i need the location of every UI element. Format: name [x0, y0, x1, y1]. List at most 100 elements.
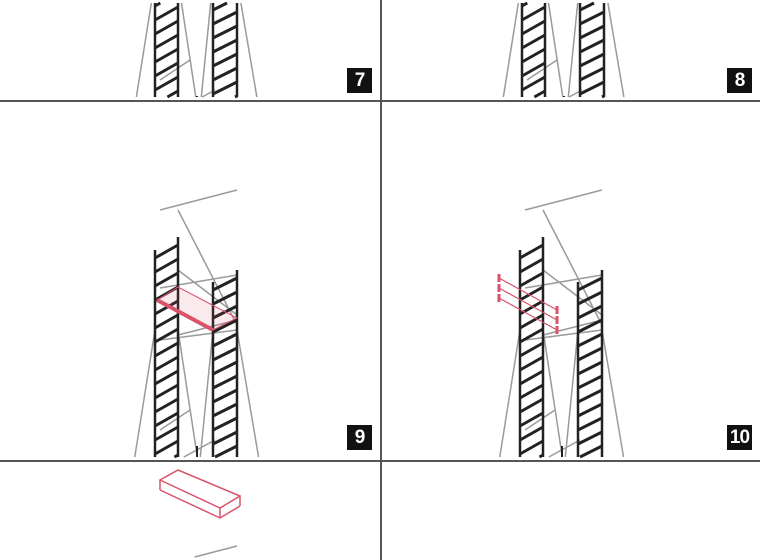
- ladder-rung: [577, 430, 603, 446]
- guardrail-highlight: [498, 297, 558, 331]
- ladder-rung: [521, 75, 546, 92]
- ladder-rung: [579, 10, 605, 26]
- ladder-rung: [519, 341, 544, 358]
- stabilizer: [564, 329, 579, 458]
- stabilizer: [502, 2, 520, 98]
- step-7-panel: 7: [0, 0, 380, 100]
- ladder-rung: [519, 271, 544, 288]
- ladder-rung: [212, 80, 238, 96]
- ladder-rung: [538, 453, 544, 459]
- divider: [380, 0, 382, 560]
- stabilizer: [200, 2, 212, 98]
- ladder-rung: [212, 388, 238, 404]
- stabilizer: [601, 329, 625, 458]
- ladder-rung: [212, 276, 238, 292]
- ladder-rung: [212, 416, 238, 432]
- stabilizer: [542, 329, 563, 456]
- brace: [524, 189, 603, 211]
- guardrail-highlight: [498, 287, 558, 321]
- ladder-rung: [212, 332, 238, 348]
- stabilizer: [199, 329, 214, 458]
- ladder-rung: [173, 453, 179, 459]
- brace: [159, 189, 238, 211]
- ladder-rung: [154, 243, 179, 260]
- brace: [177, 209, 238, 326]
- ladder-rung: [577, 360, 603, 376]
- ladder-rung: [154, 313, 179, 330]
- ladder-rung: [154, 341, 179, 358]
- ladder-rung: [577, 304, 603, 320]
- ladder-rung: [154, 61, 179, 78]
- brace: [524, 329, 603, 341]
- brace: [542, 269, 603, 316]
- ladder-rung: [154, 1, 162, 8]
- stabilizer: [499, 329, 521, 458]
- ladder-rung: [579, 66, 605, 82]
- stabilizer: [236, 329, 260, 458]
- ladder-rung: [212, 1, 228, 12]
- ladder-rung: [234, 94, 238, 99]
- ladder-rung: [577, 374, 603, 390]
- brace: [524, 409, 556, 431]
- ladder-rung: [579, 1, 595, 12]
- ladder-rung: [212, 66, 238, 82]
- step-number-badge: 9: [347, 425, 372, 450]
- ladder-rung: [154, 439, 179, 456]
- ladder-rung: [519, 397, 544, 414]
- ladder-rung: [154, 397, 179, 414]
- ladder-rung: [579, 444, 603, 459]
- ladder-rung: [154, 33, 179, 50]
- step-9-panel: 9: [0, 102, 380, 460]
- ladder-rung: [519, 327, 544, 344]
- ladder-rung: [519, 355, 544, 372]
- brace: [159, 329, 238, 341]
- scaffold-diagram: [135, 1, 258, 99]
- stabilizer: [547, 2, 564, 98]
- ladder-rung: [154, 383, 179, 400]
- brace: [524, 274, 603, 289]
- ladder-rung: [577, 290, 603, 306]
- ladder-rung: [212, 318, 238, 334]
- stabilizer: [180, 2, 197, 98]
- guardrail-highlight: [498, 277, 558, 311]
- ladder-rung: [154, 425, 179, 442]
- ladder-rung: [212, 38, 238, 54]
- ladder-rung: [521, 61, 546, 78]
- ladder-rung: [577, 318, 603, 334]
- ladder-rung: [154, 5, 179, 22]
- ladder-rung: [519, 313, 544, 330]
- ladder-rung: [166, 89, 179, 99]
- ladder-rung: [519, 383, 544, 400]
- ladder-rung: [214, 444, 238, 459]
- ladder-rung: [577, 332, 603, 348]
- brace: [183, 439, 216, 458]
- ladder-rung: [212, 10, 238, 26]
- brace: [159, 274, 238, 289]
- ladder-rung: [154, 411, 179, 428]
- ladder-rung: [519, 257, 544, 274]
- stabilizer: [135, 2, 153, 98]
- toe-board-frame-highlight: [158, 469, 242, 509]
- ladder-rung: [521, 19, 546, 36]
- brace: [177, 269, 238, 316]
- ladder-rung: [154, 369, 179, 386]
- ladder-rung: [521, 5, 546, 22]
- ladder-rung: [519, 243, 544, 260]
- brace: [548, 439, 581, 458]
- scaffold-diagram: [497, 189, 625, 459]
- stabilizer: [134, 329, 156, 458]
- ladder-rung: [212, 402, 238, 418]
- ladder-rung: [577, 416, 603, 432]
- ladder-rung: [519, 285, 544, 302]
- platform-edge-highlight: [156, 298, 214, 332]
- scaffold-diagram: [502, 1, 625, 99]
- step-8-panel: 8: [382, 0, 760, 100]
- scaffold-diagram: [134, 189, 260, 459]
- ladder-rung: [533, 89, 546, 99]
- step-12-panel: [382, 462, 760, 560]
- brace: [526, 59, 558, 81]
- brace: [159, 409, 191, 431]
- ladder-rung: [154, 257, 179, 274]
- ladder-rung: [154, 355, 179, 372]
- ladder-rung: [577, 388, 603, 404]
